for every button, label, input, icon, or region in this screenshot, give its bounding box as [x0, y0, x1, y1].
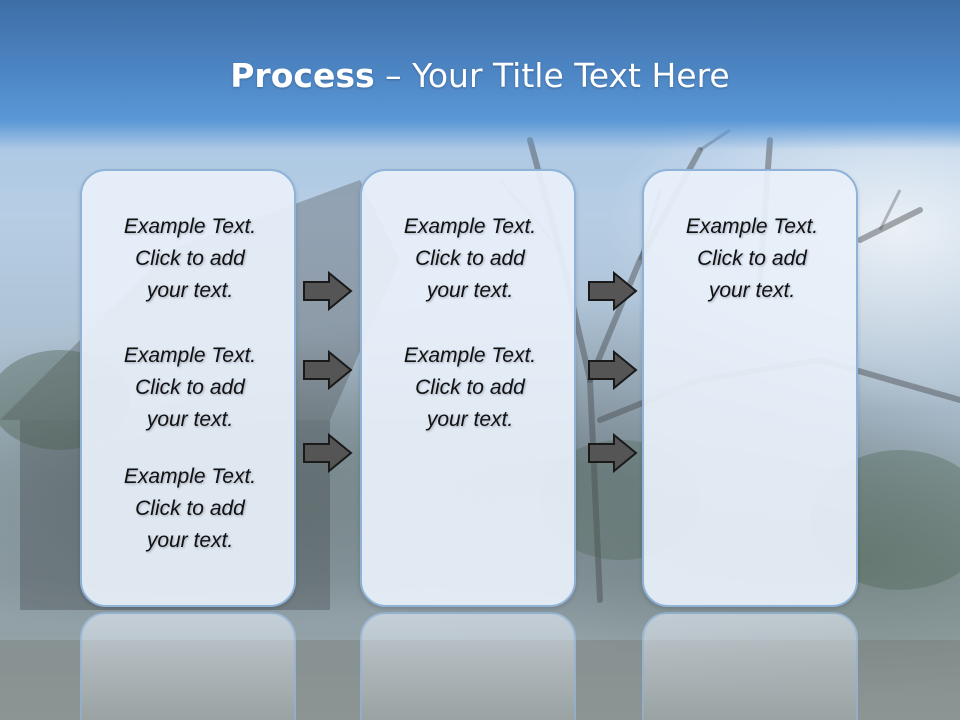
process-box-2[interactable]: Example Text. Click to add your text. Ex… — [360, 169, 576, 607]
right-arrow-icon — [588, 350, 638, 390]
text-line: your text. — [426, 408, 514, 431]
text-line: Example Text. — [123, 215, 257, 238]
box-reflection — [642, 612, 858, 720]
text-line: Click to add — [135, 376, 245, 399]
text-line: Click to add — [415, 376, 525, 399]
text-line: your text. — [146, 279, 234, 302]
box-reflection — [360, 612, 576, 720]
box-reflection — [80, 612, 296, 720]
right-arrow-icon — [303, 271, 353, 311]
right-arrow-icon — [588, 433, 638, 473]
text-line: Example Text. — [403, 344, 537, 367]
title-rest-text: – Your Title Text Here — [374, 56, 730, 95]
text-line: Click to add — [135, 497, 245, 520]
text-placeholder[interactable]: Example Text. Click to add your text. — [362, 211, 578, 307]
text-line: Click to add — [415, 247, 525, 270]
text-placeholder[interactable]: Example Text. Click to add your text. — [82, 211, 298, 307]
text-placeholder[interactable]: Example Text. Click to add your text. — [82, 340, 298, 436]
text-line: Example Text. — [123, 344, 257, 367]
text-line: Click to add — [135, 247, 245, 270]
text-placeholder[interactable]: Example Text. Click to add your text. — [362, 340, 578, 436]
title-bold-text: Process — [230, 56, 375, 95]
text-placeholder[interactable]: Example Text. Click to add your text. — [644, 211, 860, 307]
slide-title[interactable]: Process – Your Title Text Here — [0, 54, 960, 98]
text-placeholder[interactable]: Example Text. Click to add your text. — [82, 461, 298, 557]
right-arrow-icon — [588, 271, 638, 311]
text-line: Example Text. — [685, 215, 819, 238]
right-arrow-icon — [303, 433, 353, 473]
text-line: Click to add — [697, 247, 807, 270]
process-box-1[interactable]: Example Text. Click to add your text. Ex… — [80, 169, 296, 607]
text-line: Example Text. — [123, 465, 257, 488]
text-line: your text. — [146, 529, 234, 552]
text-line: your text. — [146, 408, 234, 431]
text-line: Example Text. — [403, 215, 537, 238]
text-line: your text. — [708, 279, 796, 302]
text-line: your text. — [426, 279, 514, 302]
title-bar — [0, 0, 960, 150]
process-box-3[interactable]: Example Text. Click to add your text. — [642, 169, 858, 607]
right-arrow-icon — [303, 350, 353, 390]
